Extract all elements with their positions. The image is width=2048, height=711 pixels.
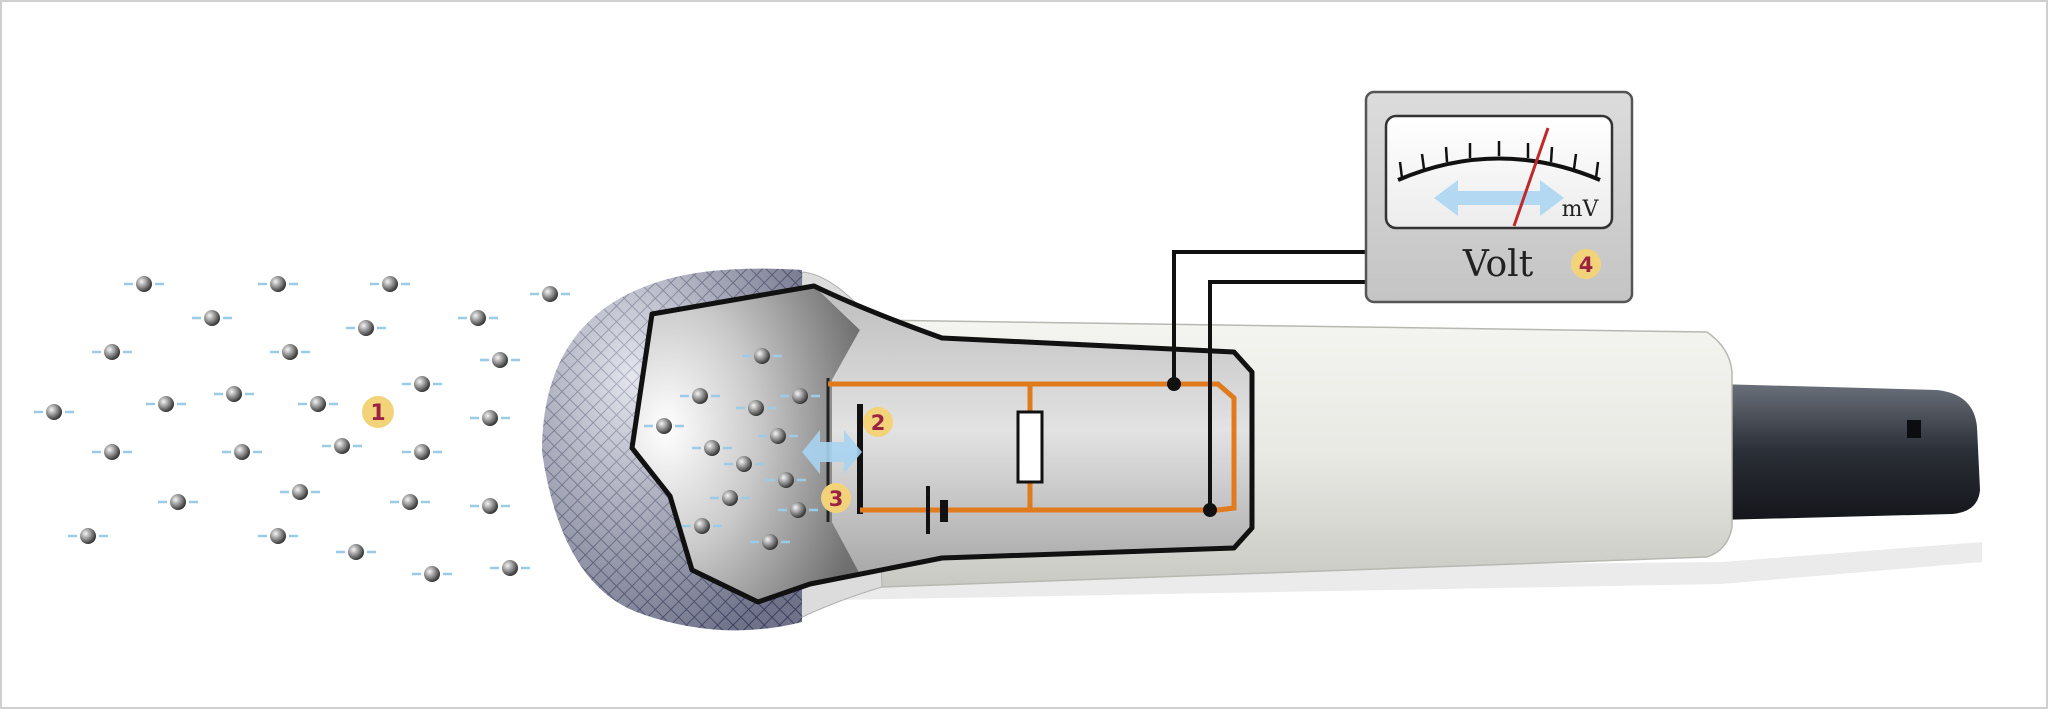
marker-2: 2 — [863, 407, 893, 437]
marker-3: 3 — [821, 483, 851, 513]
marker-1: 1 — [362, 396, 394, 428]
marker-4-label: 4 — [1579, 253, 1594, 277]
resistor — [1016, 410, 1044, 484]
marker-4 — [1571, 249, 1601, 279]
marker-1-label: 1 — [370, 401, 385, 426]
connector-plug — [1717, 384, 1980, 520]
marker-3-label: 3 — [829, 487, 844, 511]
vibration-arrow — [802, 430, 862, 474]
meter-scale — [1397, 156, 1601, 182]
meter-needle — [1512, 127, 1550, 227]
meter-unit: mV — [1562, 197, 1600, 222]
needle-swing-arrow — [1434, 180, 1564, 216]
cutaway-outline — [629, 283, 1255, 605]
voltmeter: mV Volt 4 — [1364, 90, 1634, 304]
air-molecules — [32, 274, 572, 584]
battery-short-plate — [940, 500, 948, 522]
meter-label: Volt — [1462, 244, 1534, 285]
marker-2-label: 2 — [871, 411, 886, 435]
